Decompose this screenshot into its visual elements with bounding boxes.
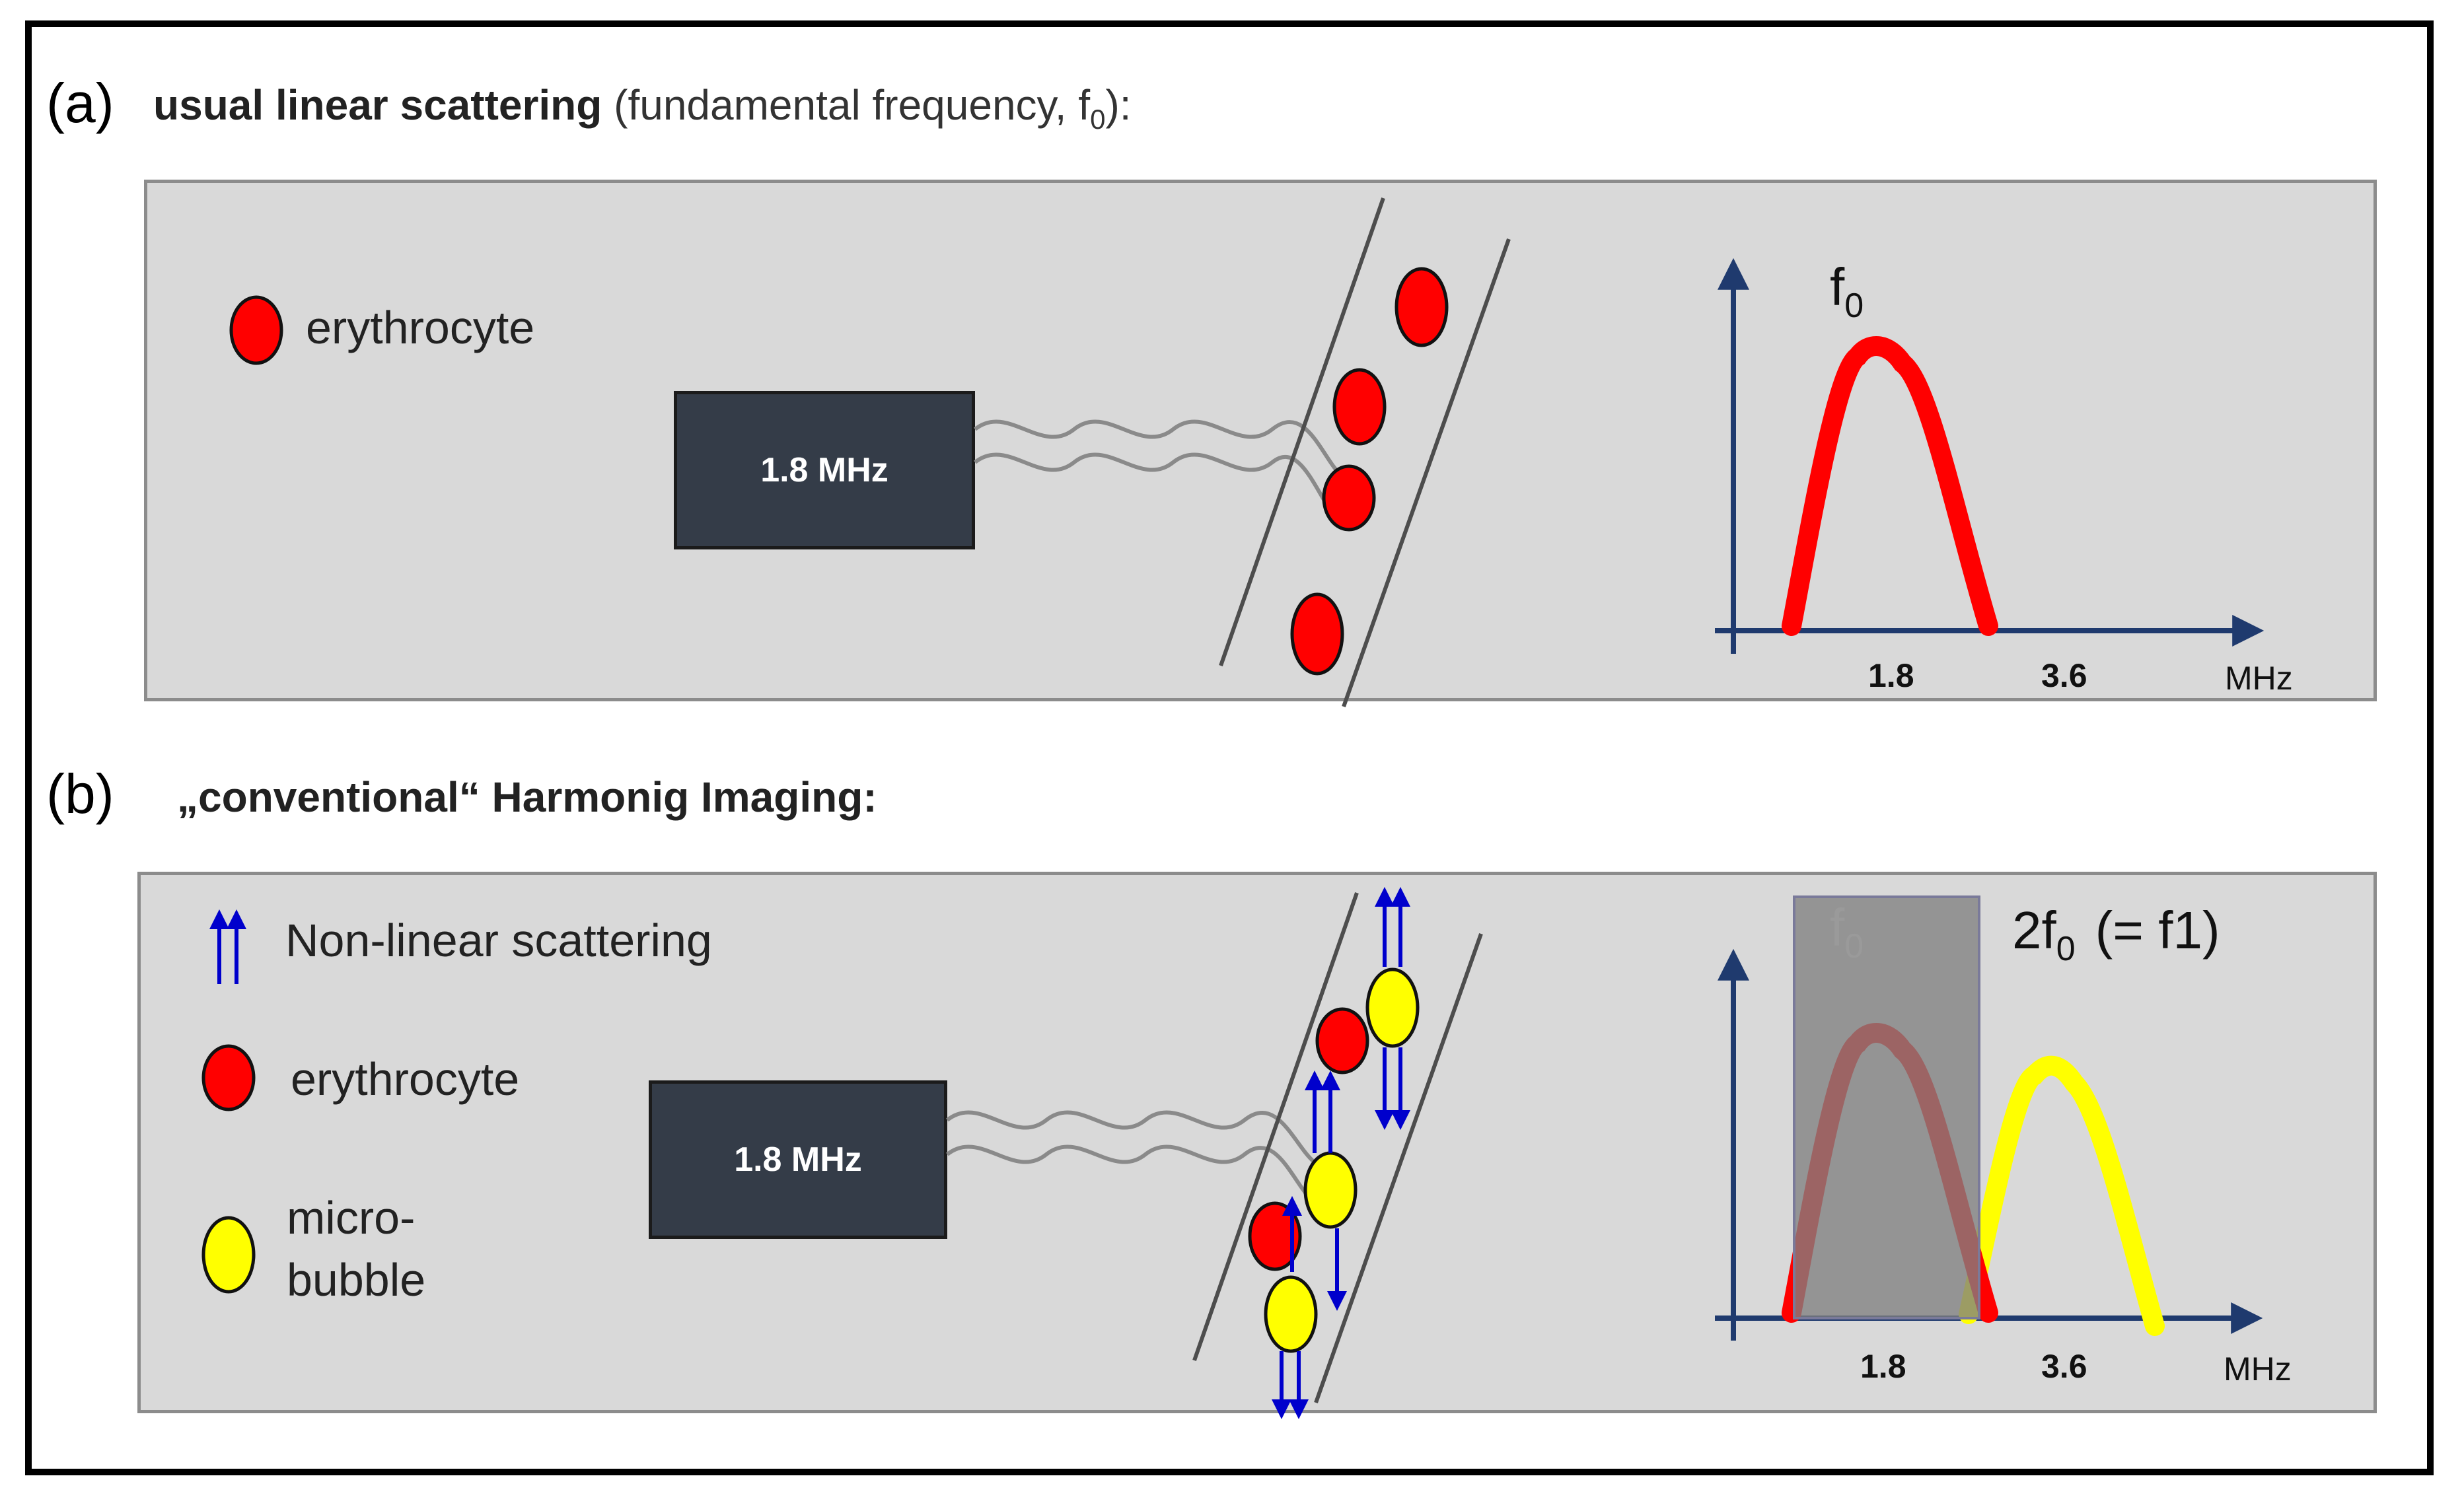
vessel-a-left-wall [1219, 197, 1385, 666]
spectrum-a-tick-2: 3.6 [2041, 657, 2087, 694]
spectrum-a-unit: MHz [2225, 660, 2293, 697]
erythrocyte-a-3 [1322, 464, 1376, 532]
spectrum-b-harmonic-curve [1959, 1055, 2165, 1336]
spectrum-b-shade-label: f0 [1830, 898, 1864, 965]
transducer-a: 1.8 MHz [674, 391, 975, 549]
erythrocyte-b-2 [1248, 1201, 1302, 1271]
panel-a-title-end: ): [1105, 81, 1132, 129]
microbubble-b-3 [1264, 1275, 1318, 1353]
legend-b-microbubble-line1: micro- [287, 1192, 416, 1244]
erythrocyte-a-4 [1290, 592, 1344, 676]
microbubble-b-2 [1303, 1151, 1358, 1229]
panel-a-tag: (a) [46, 72, 114, 134]
panel-a-title-rest: (fundamental frequency, f [614, 81, 1091, 129]
legend-b-erythrocyte: erythrocyte [291, 1053, 520, 1105]
panel-a [144, 180, 2377, 701]
erythrocyte-b-1 [1315, 1007, 1369, 1074]
microbubble-b-1 [1365, 967, 1420, 1048]
panel-b-tag: (b) [46, 763, 114, 825]
legend-b-nonlinear: Non-linear scattering [285, 915, 712, 966]
erythrocyte-a-1 [1395, 267, 1449, 347]
wave-b-1 [946, 1110, 1316, 1164]
panel-a-title-bold: usual linear scattering [153, 81, 602, 129]
transducer-b: 1.8 MHz [649, 1080, 947, 1239]
spectrum-a-fundamental-curve [1782, 336, 1998, 636]
legend-b-erythrocyte-icon [201, 1044, 256, 1111]
spectrum-b-filter-band [1793, 895, 1980, 1319]
vessel-a-right-wall [1342, 238, 1511, 707]
legend-b-microbubble-line2: bubble [287, 1254, 426, 1306]
vessel-b-left-wall [1192, 892, 1359, 1361]
spectrum-b-tick-2: 3.6 [2041, 1348, 2087, 1385]
erythrocyte-a-2 [1332, 368, 1387, 446]
spectrum-a-peak-label: f0 [1830, 258, 1864, 325]
spectrum-a-tick-1: 1.8 [1868, 657, 1914, 694]
vessel-b-right-wall [1314, 933, 1483, 1403]
legend-a-erythrocyte: erythrocyte [306, 302, 535, 353]
panel-a-title-sub: 0 [1090, 103, 1106, 135]
legend-b-microbubble-icon [201, 1216, 256, 1294]
panel-a-title: usual linear scattering (fundamental fre… [153, 81, 1132, 135]
scatter-arrows-b [1272, 887, 1410, 1419]
spectrum-b-tick-1: 1.8 [1860, 1348, 1906, 1385]
spectrum-b-harmonic-label: 2f0(= f1) [2012, 901, 2220, 968]
wave-a-2 [974, 452, 1349, 530]
panel-b-title: „conventional“ Harmonig Imaging: [177, 773, 877, 821]
spectrum-b-unit: MHz [2224, 1351, 2292, 1387]
wave-a-1 [974, 419, 1343, 477]
legend-a-erythrocyte-icon [229, 295, 283, 365]
